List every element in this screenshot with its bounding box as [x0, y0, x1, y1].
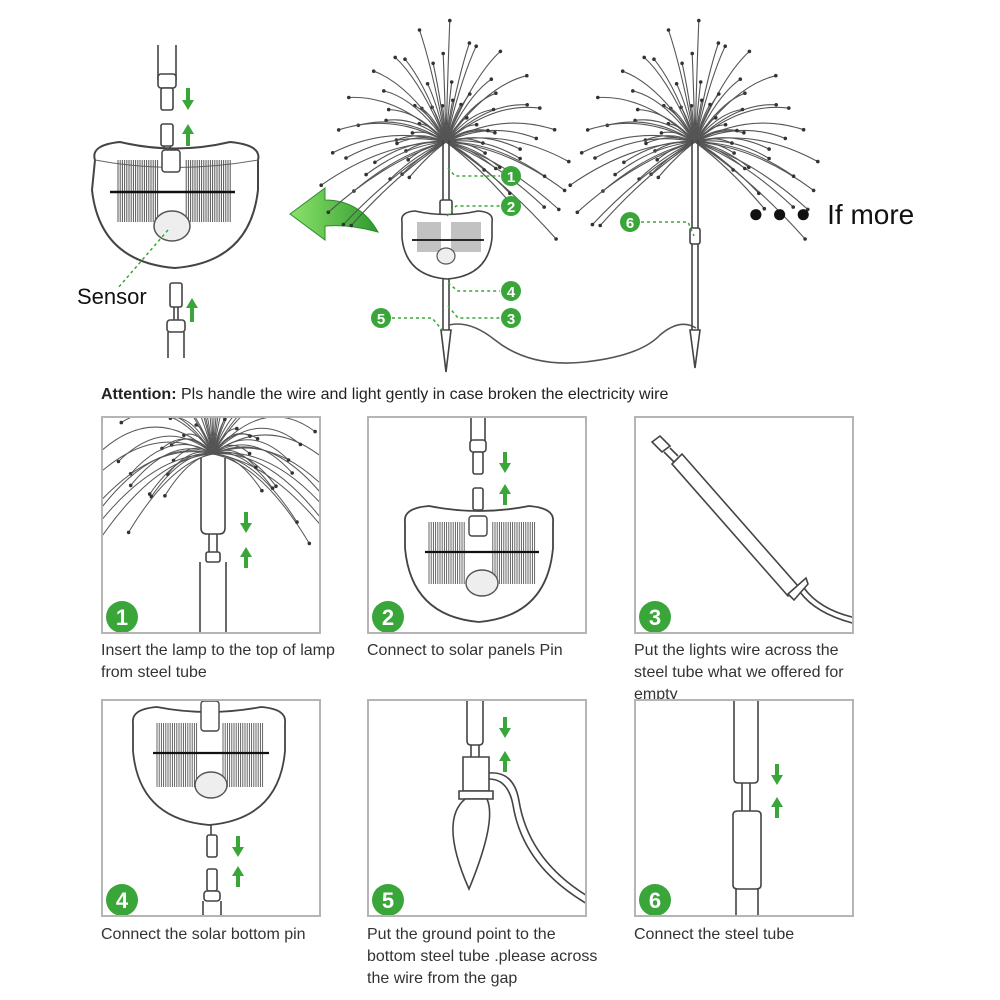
step-caption-5: Put the ground point to the bottom steel…: [367, 926, 598, 987]
assembly-overview-illustration: 1 2 4 3 5 6: [90, 18, 820, 373]
step-panel-5: 5: [367, 699, 587, 917]
step-caption-6: Connect the steel tube: [634, 926, 795, 943]
arrow-down-icon: [771, 764, 783, 785]
lamp-1-solar-panel: [400, 210, 494, 280]
callout-badge-2: 2: [501, 196, 521, 216]
svg-text:1: 1: [116, 605, 128, 630]
lamp-connection-wire: [448, 323, 697, 364]
sensor-leader-line: [117, 229, 169, 289]
arrow-down-icon: [240, 512, 252, 533]
svg-text:3: 3: [507, 311, 515, 328]
lamp-head-illustration: [103, 418, 319, 546]
tube-connection-illustration: [199, 458, 227, 632]
arrow-up-icon: [240, 547, 252, 568]
step-panel-2: 2: [367, 416, 587, 634]
solar-panel-illustration: [404, 505, 554, 623]
wire-through-tube-illustration: [650, 434, 852, 624]
callout-badge-1: 1: [501, 166, 521, 186]
callout-badge-4: 4: [501, 281, 521, 301]
svg-text:1: 1: [507, 169, 515, 186]
step-panel-6: 6: [634, 699, 854, 917]
lamp-1-stem: [439, 140, 453, 223]
attention-text: Pls handle the wire and light gently in …: [180, 386, 669, 403]
arrow-up-icon: [182, 124, 194, 146]
svg-text:6: 6: [626, 215, 634, 232]
pin-connector-illustration: [469, 418, 487, 511]
arrow-up-icon: [186, 298, 198, 322]
step-badge-2: 2: [372, 601, 404, 632]
arrow-down-icon: [499, 452, 511, 473]
attention-note: Attention: Pls handle the wire and light…: [101, 386, 668, 404]
lamp-1-lower-stem: [440, 279, 452, 373]
svg-text:4: 4: [116, 888, 129, 913]
step-panel-3: 3: [634, 416, 854, 634]
ground-spike-illustration: [452, 701, 585, 904]
bottom-pin-illustration: [202, 825, 222, 915]
step-badge-3: 3: [639, 601, 671, 632]
svg-text:4: 4: [507, 284, 516, 301]
step-badge-6: 6: [639, 884, 671, 915]
arrow-down-icon: [232, 836, 244, 857]
step-badge-1: 1: [106, 601, 138, 632]
steel-tube-joint-illustration: [732, 701, 762, 915]
lamp-2-stem: [689, 140, 701, 369]
solar-panel-illustration: [132, 701, 286, 826]
svg-text:2: 2: [507, 199, 515, 216]
svg-text:5: 5: [382, 888, 394, 913]
arrow-up-icon: [771, 797, 783, 818]
callout-leaders: [392, 167, 695, 333]
if-more-label: ●●●If more: [748, 198, 915, 230]
sensor-label: Sensor: [77, 284, 147, 309]
arrow-up-icon: [232, 866, 244, 887]
arrow-up-icon: [499, 751, 511, 772]
arrow-up-icon: [499, 484, 511, 505]
step-panel-1: 1: [101, 416, 321, 634]
step-caption-3: Put the lights wire across the steel tub…: [634, 642, 844, 703]
svg-text:6: 6: [649, 888, 661, 913]
step-caption-2: Connect to solar panels Pin: [367, 642, 563, 659]
svg-text:3: 3: [649, 605, 661, 630]
detail-bottom-tube: [166, 282, 186, 358]
step-caption-4: Connect the solar bottom pin: [101, 926, 306, 943]
step-caption-1: Insert the lamp to the top of lamp from …: [101, 642, 335, 681]
solar-panel-detail: [90, 140, 260, 270]
svg-text:2: 2: [382, 605, 394, 630]
attention-heading: Attention:: [101, 386, 177, 403]
firework-lamp-2: [568, 18, 820, 241]
curved-arrow-icon: [289, 187, 380, 241]
callout-badge-6: 6: [620, 212, 640, 232]
step-badge-5: 5: [372, 884, 404, 915]
callout-badge-3: 3: [501, 308, 521, 328]
step-badge-4: 4: [106, 884, 138, 915]
arrow-down-icon: [182, 88, 194, 110]
svg-text:5: 5: [377, 311, 385, 328]
ellipsis-icon: ●●●: [748, 198, 820, 228]
arrow-down-icon: [499, 717, 511, 738]
detail-top-tube: [157, 45, 177, 158]
callout-badge-5: 5: [371, 308, 391, 328]
step-panel-4: 4: [101, 699, 321, 917]
